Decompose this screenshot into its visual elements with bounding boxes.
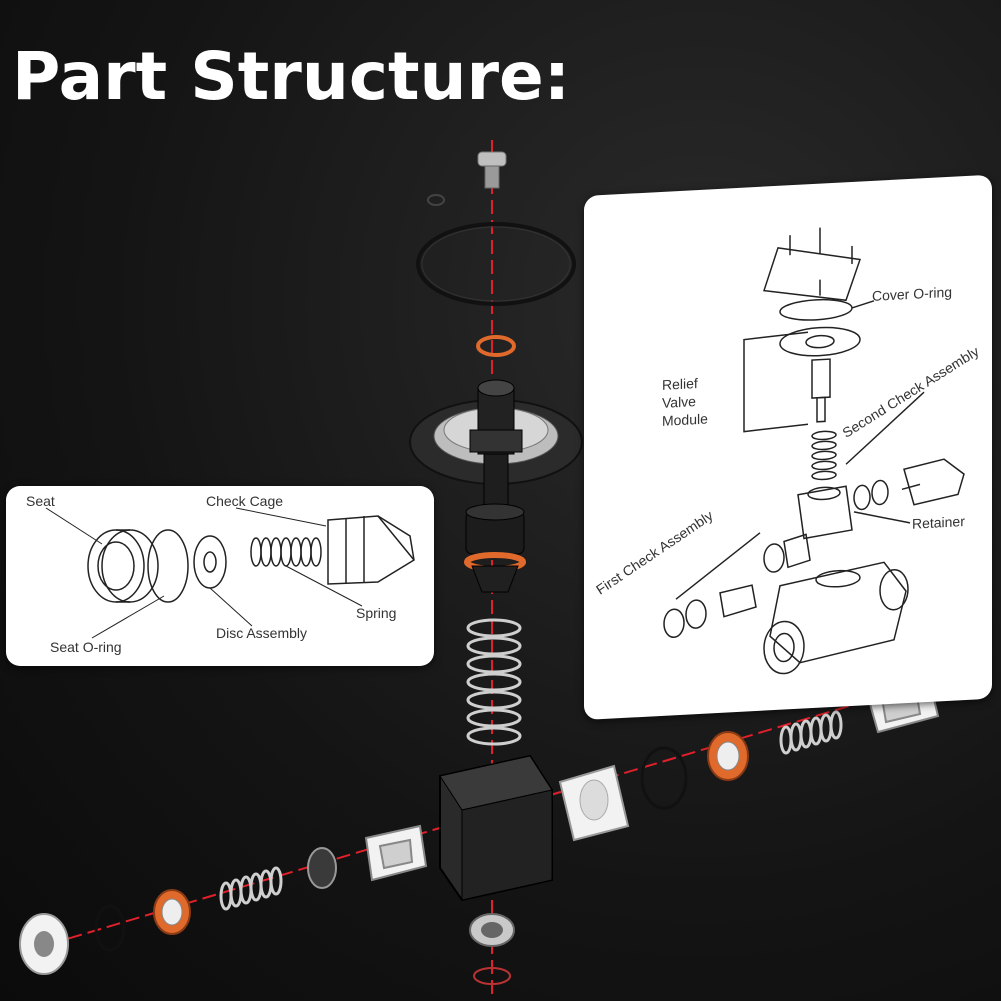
label-relief-line-2: Valve xyxy=(662,393,696,411)
vertical-spring xyxy=(466,618,522,746)
cover-o-ring-part xyxy=(779,298,853,321)
right-disc-assembly xyxy=(707,731,749,781)
label-seat-o-ring: Seat O-ring xyxy=(50,639,122,655)
spring-part xyxy=(250,537,322,567)
check-assembly-drawing: Seat Check Cage Spring Seat O-ring Disc … xyxy=(26,493,415,655)
bottom-nut xyxy=(469,913,515,947)
check-cage-part xyxy=(327,515,415,585)
top-screw xyxy=(477,151,507,189)
label-relief-line-1: Relief xyxy=(662,375,698,393)
left-disc-assembly xyxy=(153,889,191,935)
second-check-part xyxy=(853,458,965,511)
page-title: Part Structure: xyxy=(12,38,571,115)
left-seat-o-ring xyxy=(94,904,126,952)
first-check-part xyxy=(663,533,811,639)
label-retainer: Retainer xyxy=(912,513,965,532)
left-spring xyxy=(219,866,283,911)
right-white-seat xyxy=(558,764,630,842)
small-washer xyxy=(427,194,445,206)
relief-stem-part xyxy=(811,358,831,423)
retainer-part xyxy=(797,485,853,540)
right-spring xyxy=(779,710,843,755)
central-valve-body xyxy=(439,754,553,902)
bottom-o-ring xyxy=(473,967,511,985)
diaphragm-part xyxy=(779,326,861,357)
check-assembly-inset: Seat Check Cage Spring Seat O-ring Disc … xyxy=(6,486,434,666)
left-white-seat xyxy=(19,913,69,975)
small-red-o-ring xyxy=(476,335,516,357)
valve-assembly-inset: Cover O-ring Relief Valve Module Second … xyxy=(584,174,992,721)
piston-assembly xyxy=(464,503,526,593)
diaphragm xyxy=(409,379,583,515)
main-valve-body-part xyxy=(763,561,909,675)
label-seat: Seat xyxy=(26,493,55,509)
valve-assembly-drawing: Cover O-ring Relief Valve Module Second … xyxy=(593,227,982,675)
cover-plate-part xyxy=(763,227,861,302)
label-check-cage: Check Cage xyxy=(206,493,283,509)
seat-part xyxy=(87,529,159,603)
large-o-ring xyxy=(416,222,576,306)
label-spring: Spring xyxy=(356,605,396,621)
left-washer xyxy=(307,847,337,889)
seat-o-ring-part xyxy=(147,529,189,603)
label-relief-line-3: Module xyxy=(662,411,708,429)
label-cover-o-ring: Cover O-ring xyxy=(872,284,952,304)
disc-assembly-part xyxy=(193,535,227,589)
right-seat-o-ring xyxy=(640,746,688,810)
label-disc-assembly: Disc Assembly xyxy=(216,625,307,641)
label-second-check-assembly: Second Check Assembly xyxy=(840,343,982,441)
relief-spring-part xyxy=(811,430,837,481)
left-check-cage xyxy=(364,824,428,882)
label-first-check-assembly: First Check Assembly xyxy=(593,507,716,597)
